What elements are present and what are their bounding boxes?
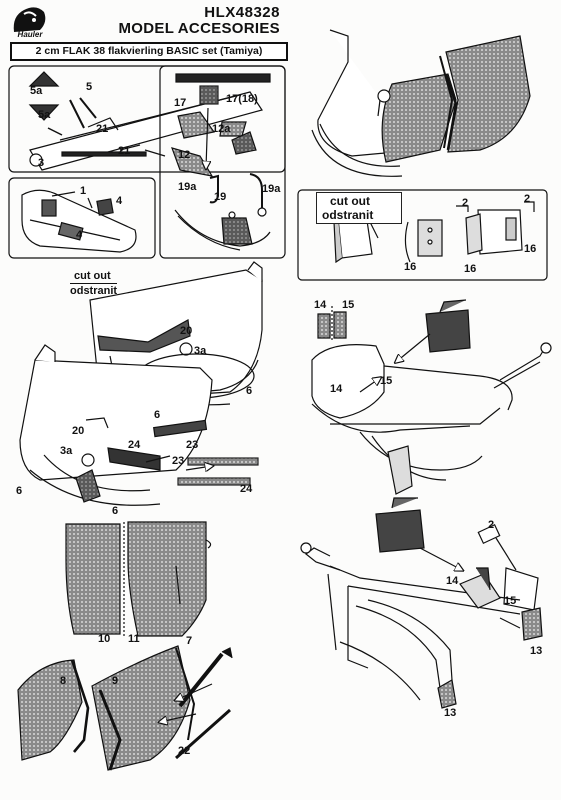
step5-drawing <box>65 521 212 637</box>
part-label-12a: 12a <box>212 123 231 135</box>
part-label-20: 20 <box>180 325 193 337</box>
part-label-21: 21 <box>96 123 109 135</box>
part-label-5a: 5a <box>30 85 43 97</box>
part-label-23: 23 <box>172 455 185 467</box>
part-label-22: 22 <box>178 745 191 757</box>
cut-out-label-cz-right: odstranit <box>322 208 374 222</box>
page-title: MODEL ACCESORIES <box>118 20 280 37</box>
part-label-1: 1 <box>80 185 87 197</box>
part-label-6: 6 <box>112 505 119 517</box>
part-label-2: 2 <box>462 197 469 209</box>
brand-name: Hauler <box>17 30 43 39</box>
part-label-10: 10 <box>98 633 111 645</box>
part-label-19a: 19a <box>178 181 197 193</box>
part-label-3a: 3a <box>194 345 207 357</box>
page-subtitle: 2 cm FLAK 38 flakvierling BASIC set (Tam… <box>10 42 288 61</box>
part-label-13: 13 <box>444 707 457 719</box>
cut-out-label-en-left: cut out <box>74 270 111 282</box>
part-label-14: 14 <box>446 575 459 587</box>
part-label-6: 6 <box>246 385 253 397</box>
part-label-3a: 3a <box>60 445 73 457</box>
part-label-7: 7 <box>186 635 193 647</box>
part-label-6: 6 <box>154 409 161 421</box>
part-label-19a: 19a <box>262 183 281 195</box>
part-label-2: 2 <box>524 193 531 205</box>
part-label-2: 2 <box>488 519 495 531</box>
part-label-5a: 5a <box>38 109 51 121</box>
part-label-9: 9 <box>112 675 119 687</box>
step10-drawing <box>300 497 543 709</box>
cut-out-label-en-right: cut out <box>330 194 370 208</box>
part-label-14: 14 <box>314 299 327 311</box>
part-label-14: 14 <box>330 383 343 395</box>
step6-drawing <box>17 645 233 771</box>
step7-drawing <box>311 29 531 177</box>
step4-drawing <box>19 261 263 506</box>
part-label-4: 4 <box>116 195 123 207</box>
product-code: HLX48328 <box>204 4 280 21</box>
part-label-19: 19 <box>214 191 227 203</box>
step2-drawing <box>8 177 156 259</box>
part-label-15: 15 <box>342 299 355 311</box>
part-label-8: 8 <box>60 675 67 687</box>
hauler-logo <box>13 7 46 32</box>
part-label-16: 16 <box>404 261 417 273</box>
part-label-16: 16 <box>464 263 477 275</box>
step8-drawing <box>297 189 548 281</box>
part-label-17-18: 17(18) <box>226 93 258 105</box>
part-label-24: 24 <box>240 483 253 495</box>
step3-drawing <box>159 65 286 259</box>
part-label-13: 13 <box>530 645 543 657</box>
part-label-6: 6 <box>16 485 23 497</box>
cut-out-label-cz-left: odstranit <box>70 283 118 297</box>
part-label-3: 3 <box>38 157 45 169</box>
part-label-15: 15 <box>504 595 517 607</box>
part-label-15: 15 <box>380 375 393 387</box>
part-label-17: 17 <box>174 97 187 109</box>
part-label-5: 5 <box>86 81 93 93</box>
part-label-16: 16 <box>524 243 537 255</box>
step9-drawing <box>311 299 552 495</box>
step1-drawing <box>8 65 286 173</box>
part-label-11: 11 <box>128 633 140 645</box>
part-label-24: 24 <box>128 439 141 451</box>
part-label-4: 4 <box>76 229 83 241</box>
part-label-21: 21 <box>118 145 131 157</box>
part-label-12: 12 <box>178 149 191 161</box>
part-label-20: 20 <box>72 425 85 437</box>
cut-out-box-right <box>316 192 402 224</box>
part-label-23: 23 <box>186 439 199 451</box>
